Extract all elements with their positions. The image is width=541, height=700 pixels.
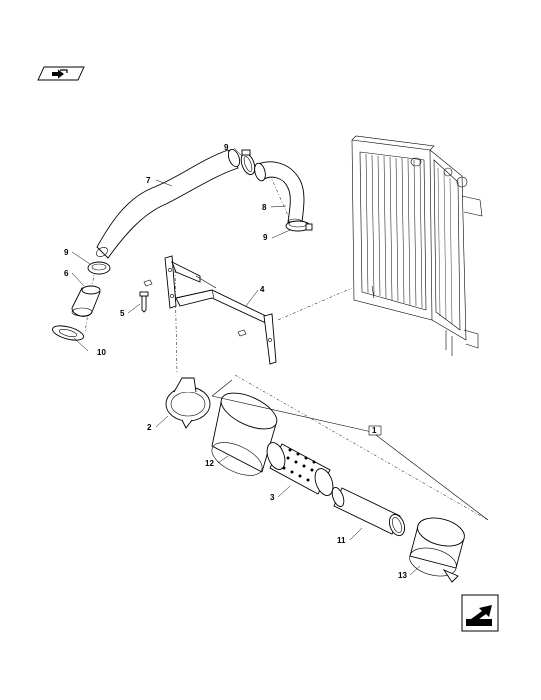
callout-2: 2 xyxy=(147,423,152,432)
callout-7: 7 xyxy=(146,176,151,185)
band-clamp-2 xyxy=(165,377,211,429)
inner-element-11 xyxy=(331,486,406,537)
filter-housing-12 xyxy=(211,392,278,476)
screw-5 xyxy=(139,291,149,313)
callout-6: 6 xyxy=(64,269,69,278)
end-cap-13 xyxy=(409,517,465,583)
callout-9-top: 9 xyxy=(224,143,229,152)
hose-clamp-9-top xyxy=(240,149,256,175)
callout-5: 5 xyxy=(120,309,125,318)
callout-3: 3 xyxy=(270,493,275,502)
callout-13: 13 xyxy=(398,571,407,580)
callout-1: 1 xyxy=(372,426,377,435)
callout-9-left: 9 xyxy=(64,248,69,257)
bracket-4 xyxy=(164,255,277,365)
previous-page-icon xyxy=(52,69,68,79)
callout-8: 8 xyxy=(262,203,267,212)
assembly-box-1 xyxy=(368,425,382,436)
callout-9-bottom: 9 xyxy=(263,233,268,242)
next-page-icon xyxy=(466,605,492,626)
nut-small xyxy=(143,279,247,337)
hose-7 xyxy=(96,148,241,259)
gasket-10 xyxy=(52,325,84,341)
radiator xyxy=(351,135,483,356)
filter-element-3 xyxy=(266,442,334,496)
callout-11: 11 xyxy=(337,536,346,545)
nav-forward-button[interactable] xyxy=(461,594,499,632)
nav-back-button[interactable] xyxy=(37,66,85,81)
hose-8 xyxy=(254,161,305,226)
adapter-6 xyxy=(71,285,101,317)
callout-10: 10 xyxy=(97,348,106,357)
hose-clamp-9-left xyxy=(87,261,111,275)
callout-12: 12 xyxy=(205,459,214,468)
callout-4: 4 xyxy=(260,285,265,294)
hose-clamp-9-bottom xyxy=(285,220,313,232)
